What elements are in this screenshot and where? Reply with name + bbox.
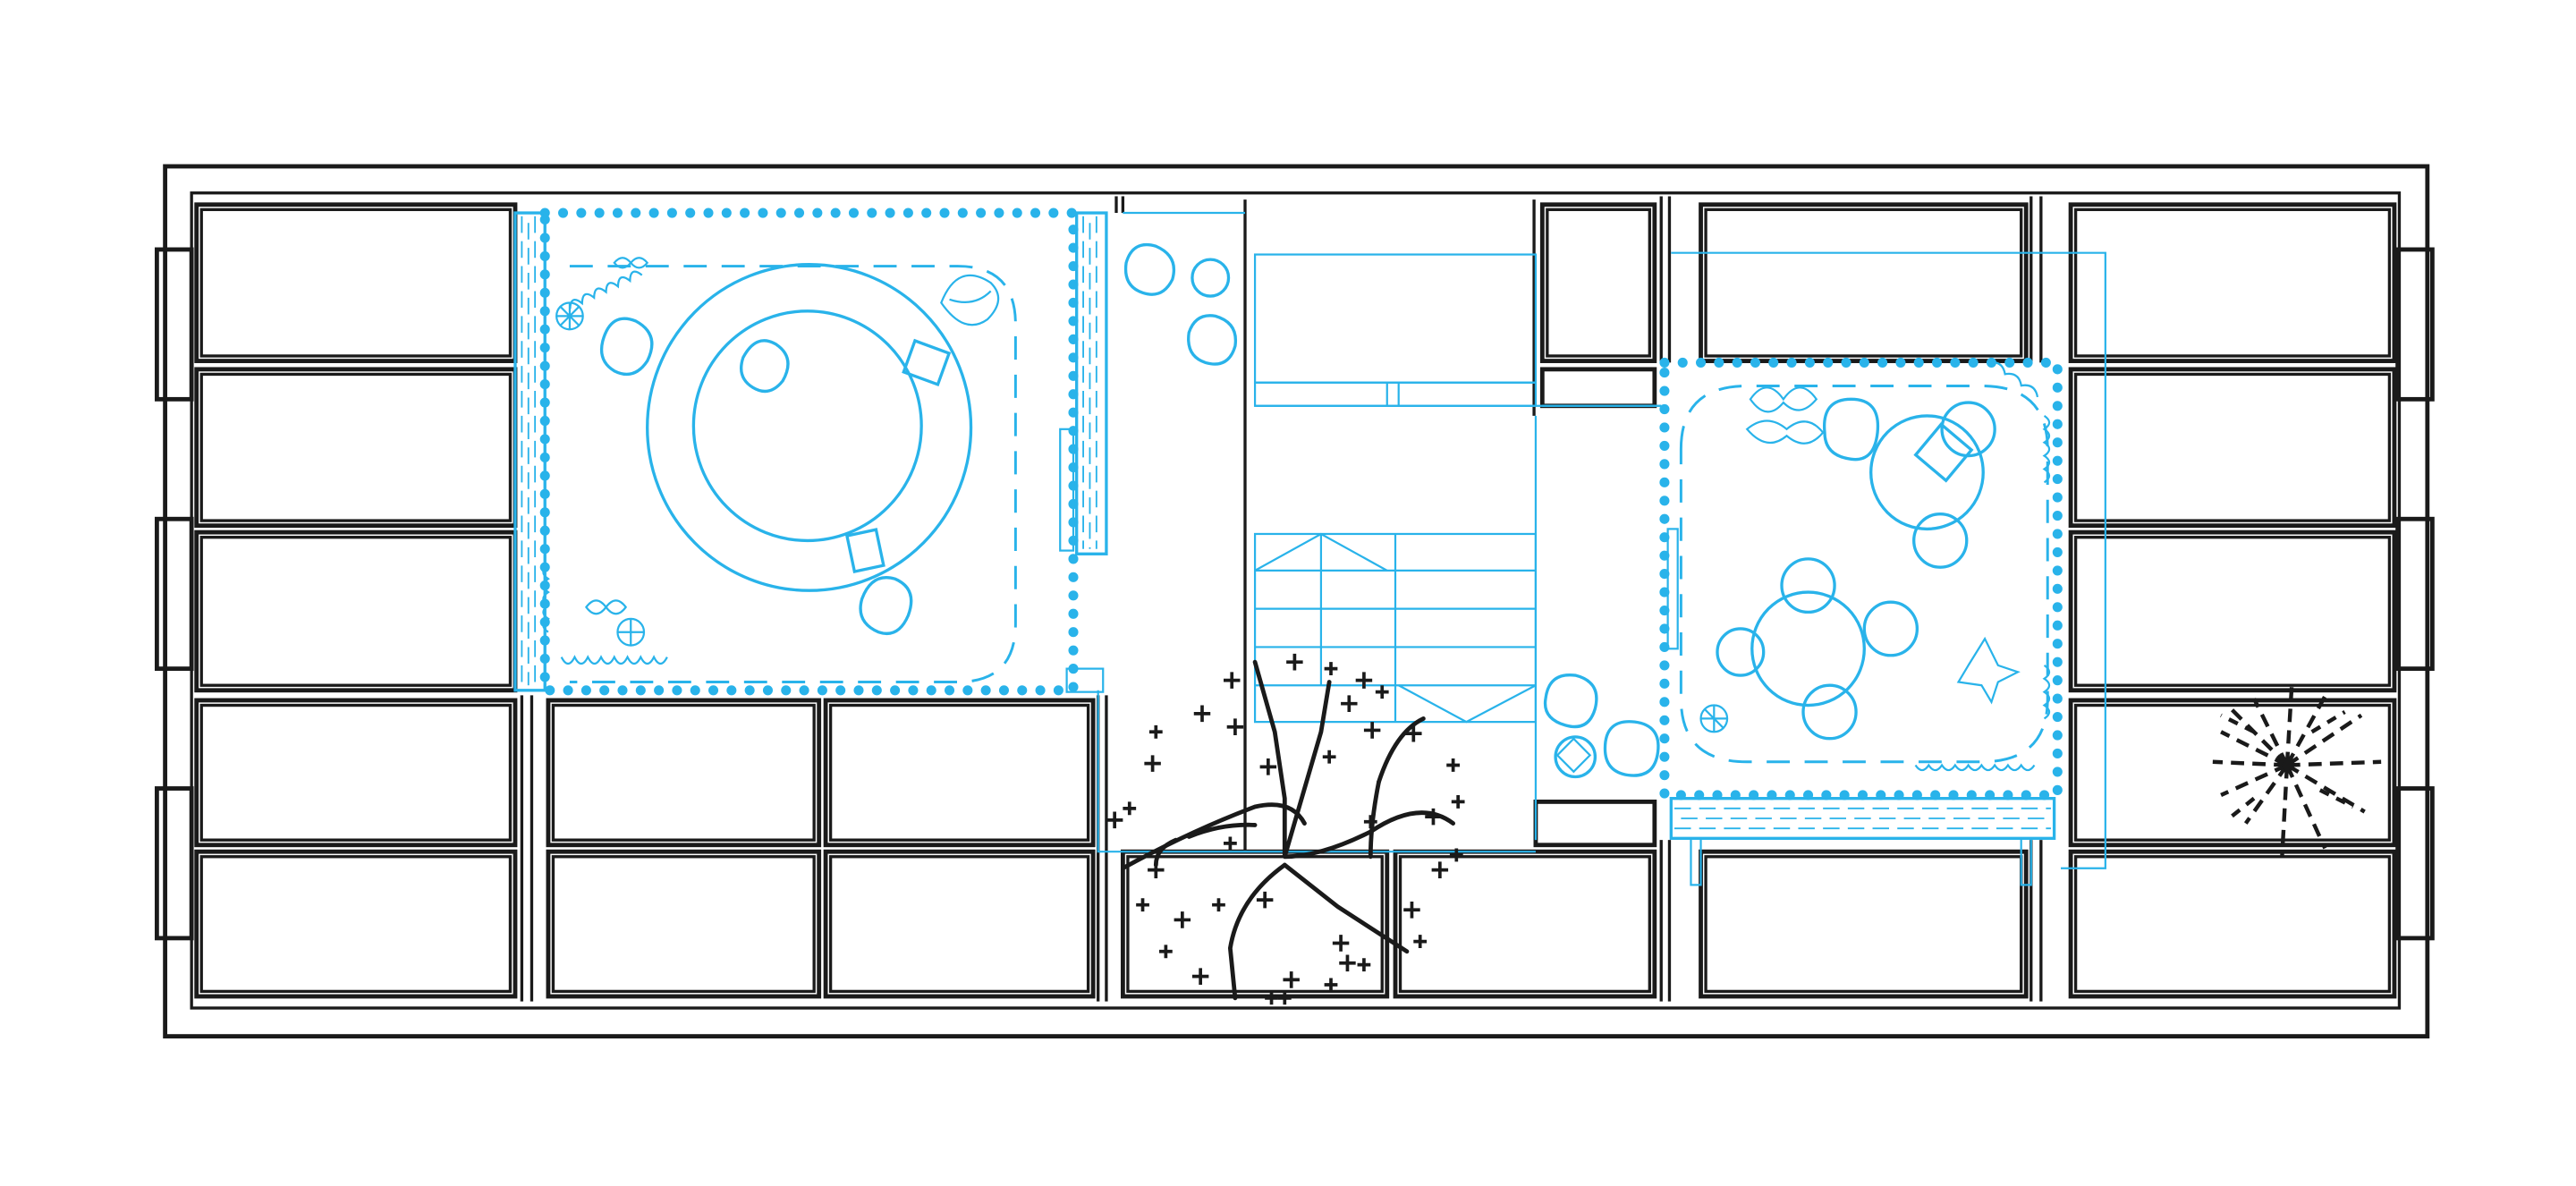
outer-wall — [154, 164, 2435, 1039]
dining-table — [1822, 397, 1996, 569]
tree-symbol — [2212, 682, 2382, 857]
dining-table — [1716, 557, 1919, 741]
plant-icon — [1699, 386, 2021, 733]
terrace-left — [513, 208, 1536, 853]
modular-panel-grid — [194, 196, 2397, 1002]
stair-core — [1253, 253, 1662, 724]
plant-cross-icon — [1106, 653, 1465, 1005]
round-planter — [646, 263, 973, 592]
courtyard-opening — [1106, 653, 1465, 1005]
terrace-right — [1534, 251, 2106, 886]
plant-icon — [555, 257, 1000, 647]
